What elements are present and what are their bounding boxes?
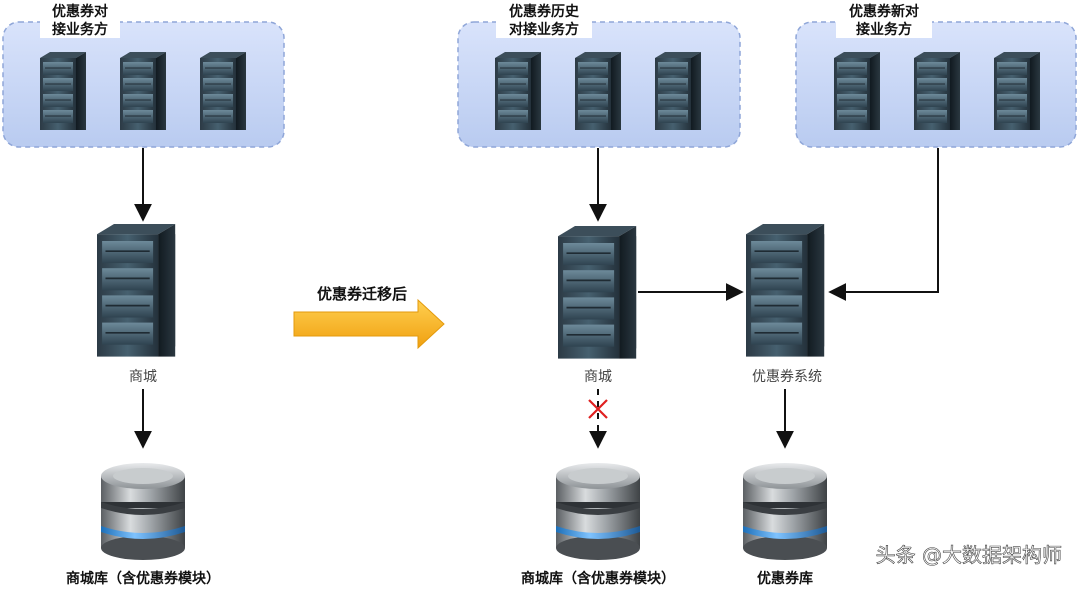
blocked-cross-icon (588, 399, 608, 419)
client-server-icon (833, 51, 881, 131)
client-server-icon (494, 51, 542, 131)
client-server-icon (39, 51, 87, 131)
right-mall-label: 商城 (584, 369, 612, 385)
mall-server-icon (96, 223, 177, 358)
history-group-label-line2: 对接业务方 (509, 21, 579, 38)
mall-db-icon (556, 463, 640, 560)
coupon-db-icon (743, 463, 827, 560)
coupon-server-icon (745, 223, 826, 358)
mall-server-icon (557, 225, 638, 360)
client-server-icon (574, 51, 622, 131)
new-group-label-line1: 优惠券新对 (849, 3, 919, 20)
client-server-icon (654, 51, 702, 131)
right-mall-server (557, 225, 638, 360)
left-client-group: 优惠券对 接业务方 (2, 2, 285, 148)
history-group-label-line1: 优惠券历史 (509, 3, 580, 20)
coupon-system-server (745, 223, 826, 358)
watermark-text: 头条 @大数据架构师 (876, 543, 1062, 567)
left-group-label-line2: 接业务方 (52, 21, 108, 38)
left-group-label-line1: 优惠券对 (52, 3, 108, 20)
client-server-icon (913, 51, 961, 131)
coupon-db-label: 优惠券库 (757, 570, 813, 587)
coupon-system-label: 优惠券系统 (752, 369, 822, 385)
right-mall-db-label: 商城库（含优惠券模块） (521, 570, 675, 587)
new-client-group: 优惠券新对 接业务方 (795, 2, 1077, 148)
new-group-label-line2: 接业务方 (856, 21, 912, 38)
new-client-to-coupon-system-arrow (828, 148, 939, 301)
client-server-icon (119, 51, 167, 131)
history-client-group: 优惠券历史 对接业务方 (457, 2, 741, 148)
client-server-icon (993, 51, 1041, 131)
mall-db-icon (101, 463, 185, 560)
left-mall-db-label: 商城库（含优惠券模块） (66, 570, 220, 587)
client-server-icon (199, 51, 247, 131)
left-mall-server (96, 223, 177, 358)
left-mall-label: 商城 (129, 369, 157, 385)
migration-arrow (293, 298, 445, 350)
migration-label: 优惠券迁移后 (317, 285, 407, 303)
